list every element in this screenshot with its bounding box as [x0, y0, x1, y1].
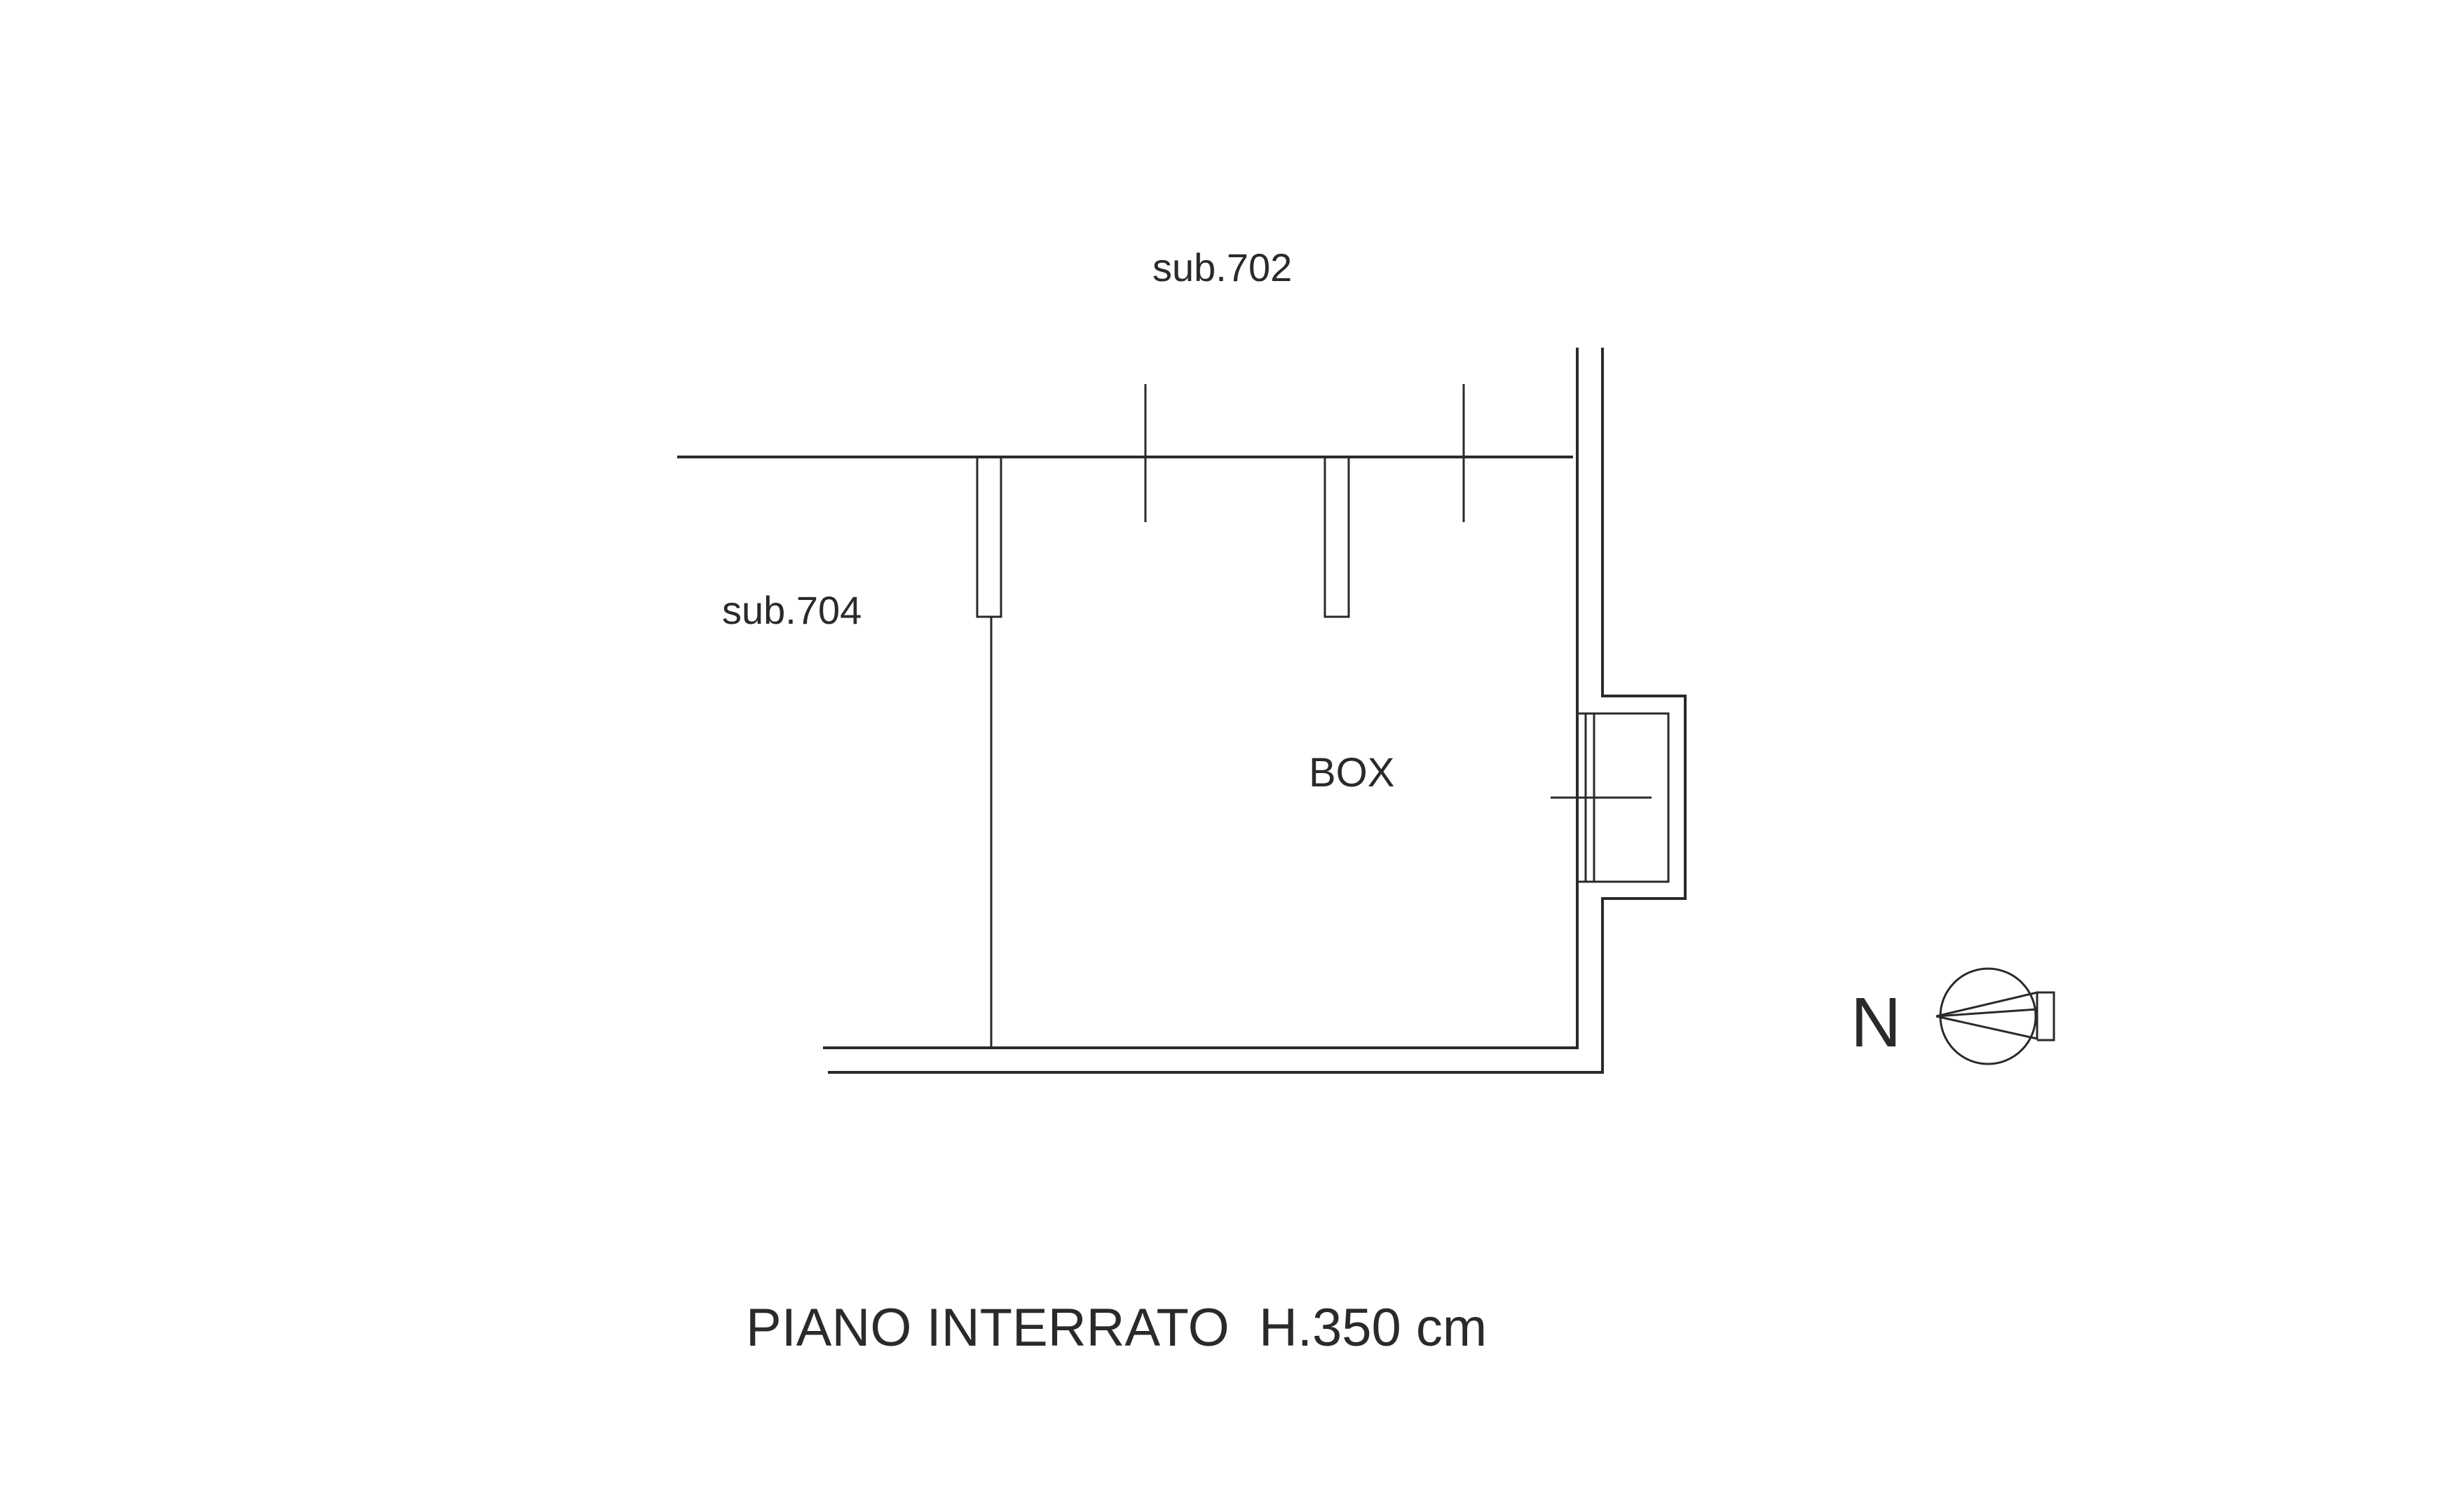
floor-title: PIANO INTERRATO H.350 cm	[746, 1298, 1487, 1358]
pillar-middle	[1323, 456, 1350, 618]
pillar-left	[976, 456, 1002, 618]
right-wall	[1551, 348, 1687, 1074]
north-label: N	[1851, 983, 1901, 1062]
partition-markers	[1144, 384, 1465, 522]
north-indicator: N	[1851, 967, 2055, 1065]
unit-label-left: sub.704	[722, 588, 862, 632]
room-label: BOX	[1309, 750, 1395, 796]
unit-label-top: sub.702	[1152, 245, 1292, 289]
north-arrow-icon	[1935, 967, 2055, 1065]
bottom-wall	[823, 1046, 1604, 1074]
